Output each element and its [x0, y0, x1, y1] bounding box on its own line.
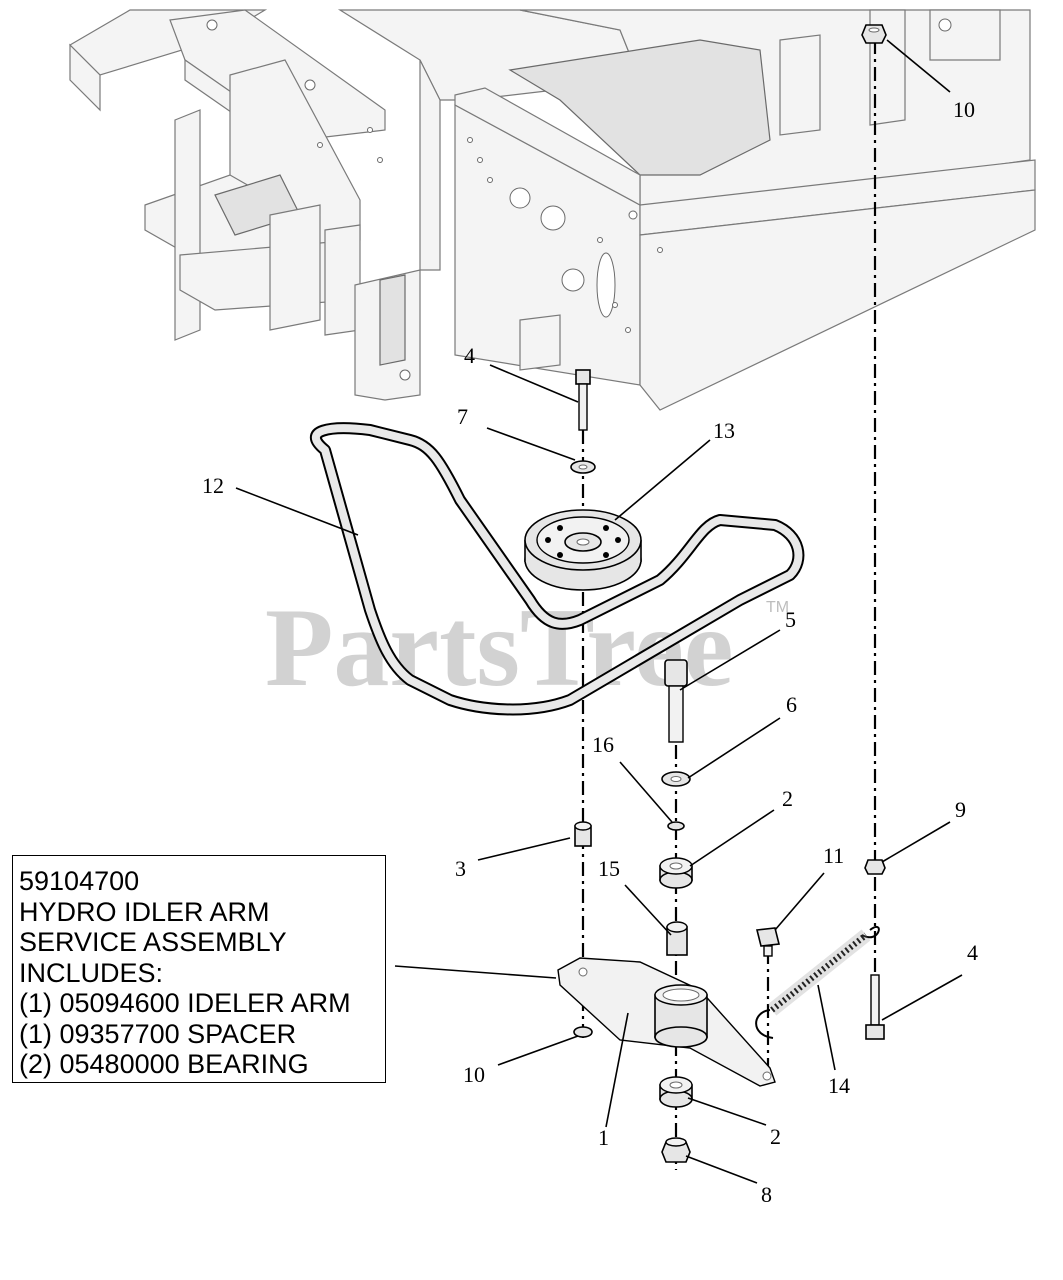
- spacer-3: [574, 821, 592, 847]
- assembly-title-line1: HYDRO IDLER ARM: [19, 896, 270, 927]
- callout-2-top: 2: [782, 786, 793, 811]
- spring-14: [755, 925, 880, 1039]
- washer-7: [570, 460, 596, 474]
- nut-10-bottom: [573, 1026, 593, 1038]
- callout-11: 11: [823, 843, 844, 868]
- assembly-item: (1) 09357700 SPACER: [19, 1018, 297, 1049]
- callout-4-right: 4: [967, 940, 978, 965]
- bearing-2-bottom: [659, 1076, 693, 1108]
- bolt-5: [664, 659, 688, 743]
- bolt-11: [756, 927, 780, 957]
- bearing-2-top: [659, 857, 693, 889]
- nut-10-top: [861, 24, 887, 44]
- drive-belt: [309, 422, 805, 716]
- washer-6: [661, 771, 691, 787]
- callout-15: 15: [598, 856, 620, 881]
- callout-13: 13: [713, 418, 735, 443]
- nut-8: [661, 1137, 691, 1163]
- assembly-part-number: 59104700: [19, 866, 140, 896]
- callout-3: 3: [455, 856, 466, 881]
- callout-5: 5: [785, 607, 796, 632]
- bolt-4-top: [575, 369, 591, 431]
- bolt-4-right: [865, 974, 885, 1040]
- callout-12: 12: [202, 473, 224, 498]
- leader-lines: [235, 39, 963, 1184]
- callout-labels: 10 4 7 13 12 5 6 16 2 9 3 15 11 4 10 14 …: [202, 97, 978, 1207]
- spacer-15: [666, 921, 688, 956]
- callout-8: 8: [761, 1182, 772, 1207]
- callout-10-bottom: 10: [463, 1062, 485, 1087]
- washer-16: [667, 821, 685, 831]
- assembly-title-line2: SERVICE ASSEMBLY: [19, 927, 287, 957]
- callout-14: 14: [828, 1073, 850, 1098]
- idler-pulley-13: [524, 509, 642, 591]
- assembly-includes-heading: INCLUDES:: [19, 957, 164, 988]
- idler-arm-1: [557, 957, 776, 1087]
- callout-16: 16: [592, 732, 614, 757]
- assembly-item: (1) 05094600 IDELER ARM: [19, 988, 351, 1018]
- callout-9: 9: [955, 797, 966, 822]
- callout-10-top: 10: [953, 97, 975, 122]
- nut-9: [864, 859, 886, 875]
- callout-7: 7: [457, 404, 468, 429]
- assembly-item: (2) 05480000 BEARING: [19, 1049, 309, 1079]
- mower-frame: [69, 9, 1036, 411]
- service-assembly-note: 59104700 HYDRO IDLER ARM SERVICE ASSEMBL…: [12, 855, 386, 1083]
- callout-6: 6: [786, 692, 797, 717]
- callout-4-top: 4: [464, 343, 475, 368]
- callout-1: 1: [598, 1125, 609, 1150]
- watermark-trademark: TM: [766, 599, 789, 616]
- callout-2-bottom: 2: [770, 1124, 781, 1149]
